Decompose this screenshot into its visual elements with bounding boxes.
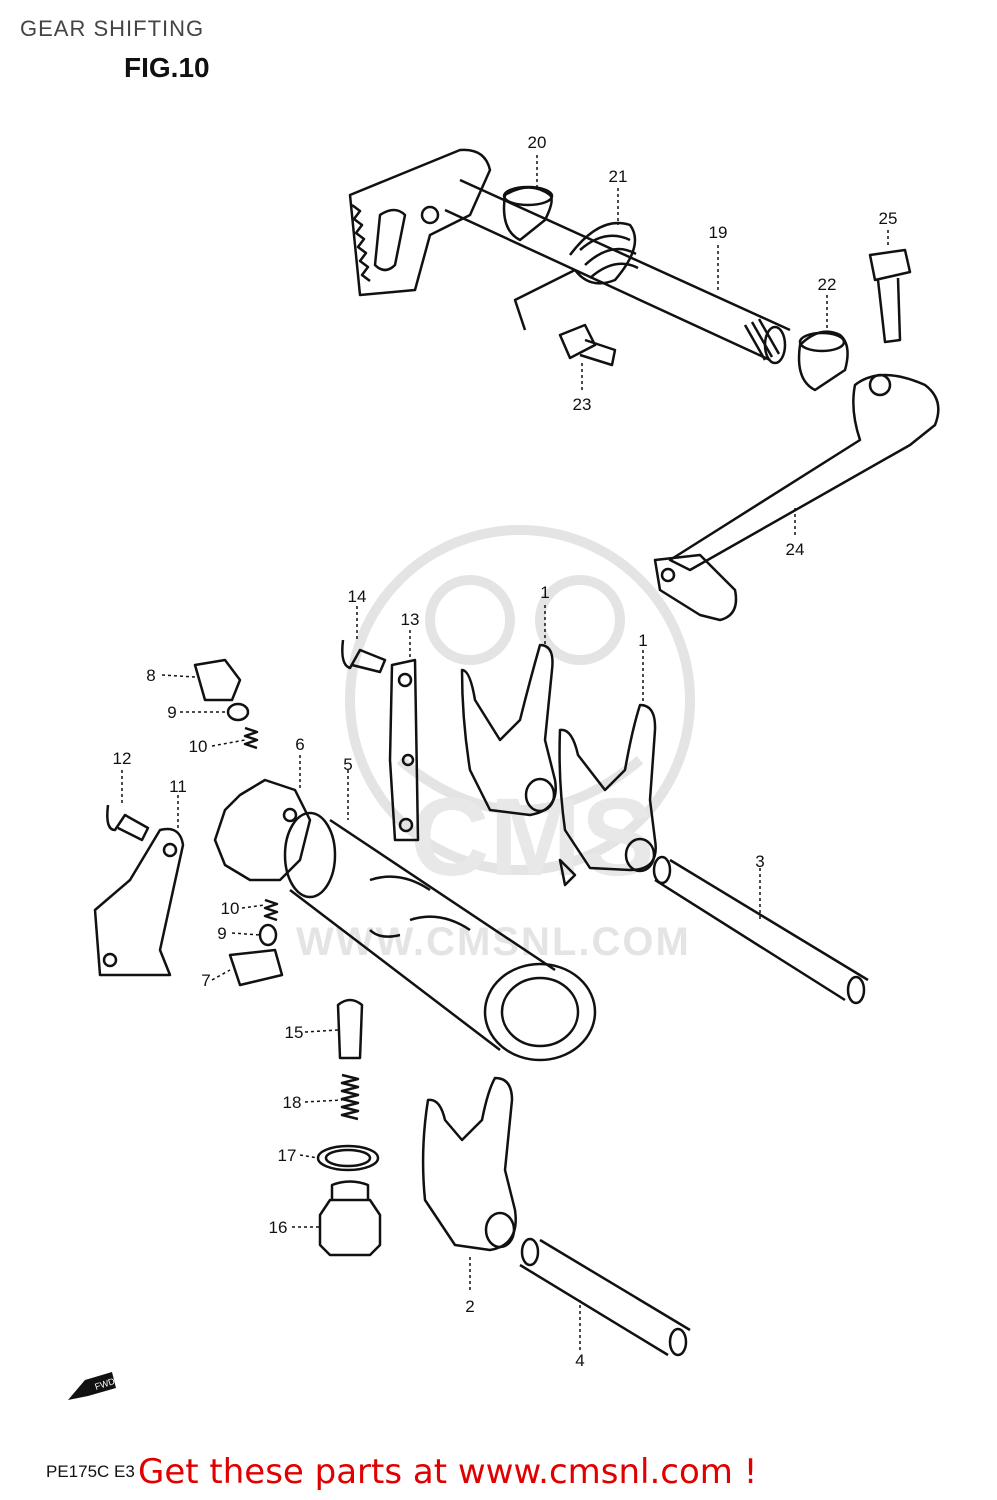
callout-23: 23 — [573, 395, 592, 414]
page-title: GEAR SHIFTING — [20, 16, 205, 41]
callout-21: 21 — [609, 167, 628, 186]
shift-sector-plate — [348, 148, 492, 297]
cam-driven-gear-6 — [213, 778, 312, 882]
pin-9a — [226, 702, 250, 722]
spring-10b — [263, 898, 279, 922]
callout-20: 20 — [528, 133, 547, 152]
callout-22: 22 — [818, 275, 837, 294]
cta-link[interactable]: Get these parts at www.cmsnl.com ! — [138, 1452, 758, 1492]
callout-8: 8 — [146, 666, 155, 685]
spring-18 — [340, 1073, 360, 1121]
shift-fork-2 — [421, 1076, 517, 1252]
callout-19: 19 — [709, 223, 728, 242]
shift-fork-1a — [460, 643, 557, 817]
callout-17: 17 — [278, 1146, 297, 1165]
watermark-logo-text: CMS — [410, 776, 654, 899]
callout-6: 6 — [295, 735, 304, 754]
callout-7: 7 — [201, 971, 210, 990]
washer-22 — [797, 330, 849, 392]
callout-12: 12 — [113, 749, 132, 768]
model-code: PE175C E3 — [46, 1462, 135, 1481]
gearshift-shaft-assembly — [348, 148, 940, 622]
callout-1b: 1 — [638, 631, 647, 650]
shift-fork-1b — [558, 703, 657, 872]
callout-14: 14 — [348, 587, 367, 606]
stopper-8 — [193, 658, 242, 702]
fork-shaft-4 — [519, 1238, 691, 1357]
callout-25: 25 — [879, 209, 898, 228]
bolt-25 — [868, 248, 912, 344]
callout-15: 15 — [285, 1023, 304, 1042]
shift-drum-assembly — [93, 639, 869, 1357]
callout-10a: 10 — [189, 737, 208, 756]
gearshift-cam-5 — [289, 818, 556, 1051]
watermark-logo — [345, 525, 695, 875]
plug-16 — [318, 1198, 382, 1257]
callout-3: 3 — [755, 852, 764, 871]
spring-10a — [243, 726, 259, 750]
bolt-23 — [558, 323, 617, 367]
callout-10b: 10 — [221, 899, 240, 918]
callout-2: 2 — [465, 1297, 474, 1316]
callout-9a: 9 — [167, 703, 176, 722]
leader-lines — [121, 155, 889, 1350]
pawl-7 — [228, 948, 284, 987]
callout-5: 5 — [343, 755, 352, 774]
screw-14 — [341, 639, 387, 674]
collar-20 — [502, 186, 553, 242]
callout-4: 4 — [575, 1351, 584, 1370]
fwd-arrow-icon: FWD — [68, 1372, 117, 1400]
fork-shaft-3 — [654, 858, 869, 1002]
callout-labels: 20 21 19 25 22 23 24 14 13 1 1 8 9 10 6 … — [113, 133, 898, 1370]
screw-12 — [106, 804, 150, 842]
figure-label: FIG.10 — [124, 52, 210, 83]
callout-18: 18 — [283, 1093, 302, 1112]
callout-11: 11 — [169, 777, 187, 796]
shift-pedal-24 — [668, 373, 940, 572]
return-spring-21 — [513, 221, 639, 331]
callout-16: 16 — [269, 1218, 288, 1237]
bracket-11 — [93, 827, 185, 977]
pin-9b — [258, 923, 278, 947]
pin-15 — [336, 998, 364, 1060]
callout-24: 24 — [786, 540, 805, 559]
shift-shaft — [444, 178, 791, 362]
callout-1a: 1 — [540, 583, 549, 602]
callout-13: 13 — [401, 610, 420, 629]
stopper-plate-13 — [388, 658, 420, 842]
callout-9b: 9 — [217, 924, 226, 943]
